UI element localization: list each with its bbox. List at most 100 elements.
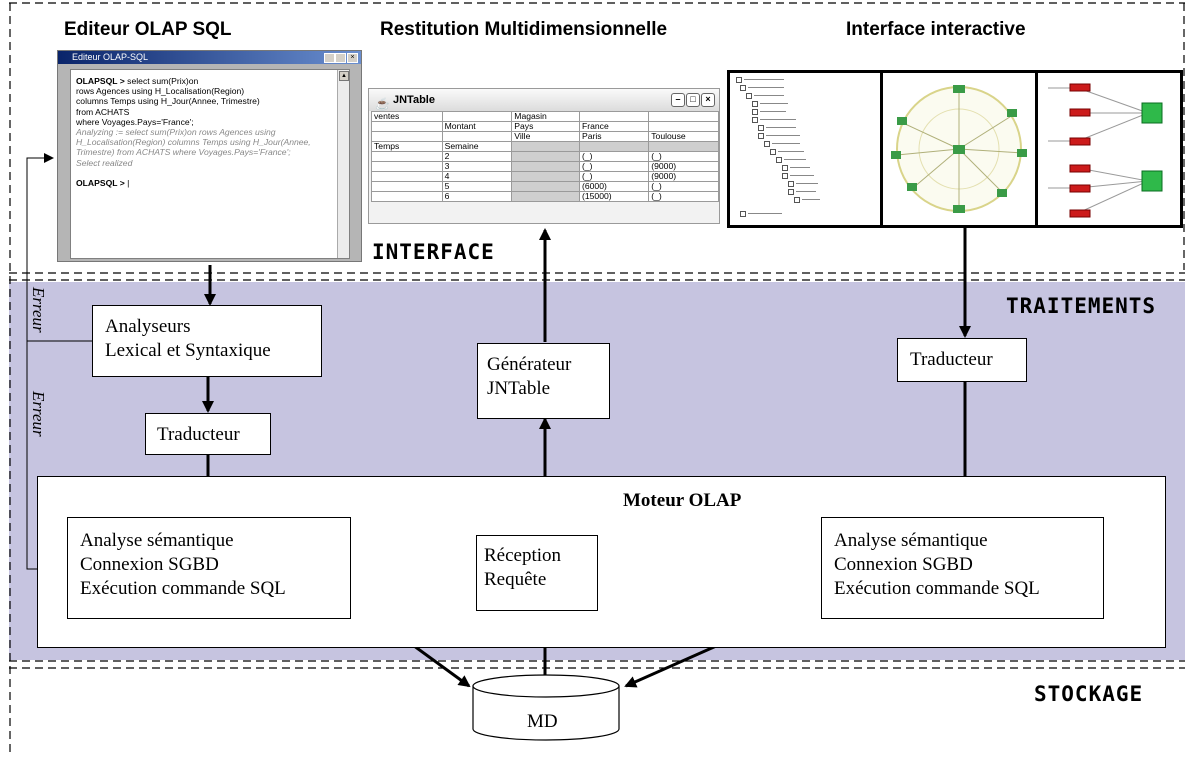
traducteur-left-box: Traducteur <box>145 413 271 455</box>
tree-node-label <box>796 191 816 192</box>
jntable-cell: Paris <box>578 131 650 142</box>
tree-node-icon <box>746 93 752 99</box>
analyse-left-line-2: Connexion SGBD <box>80 554 219 575</box>
jntable-cell <box>578 141 650 152</box>
jntable-titlebar: ☕ JNTable – □ × <box>369 89 719 111</box>
error-line-analyseurs <box>26 157 93 342</box>
jntable-cell: (9000) <box>648 171 719 182</box>
editor-line: columns Temps using H_Jour(Annee, Trimes… <box>76 96 260 107</box>
maximize-icon[interactable] <box>335 53 346 63</box>
jntable-cell: (9000) <box>648 161 719 172</box>
jntable-cell: (_) <box>648 181 719 192</box>
reception-line-2: Requête <box>484 569 547 590</box>
editor-line: Trimestre) from ACHATS where Voyages.Pay… <box>76 147 291 158</box>
tree-node-icon <box>764 141 770 147</box>
tree-node-label <box>760 111 786 112</box>
jntable-cell: France <box>578 121 650 132</box>
jntable-cell <box>371 151 443 162</box>
analyse-semantique-left-box: Analyse sémantique Connexion SGBD Exécut… <box>67 517 351 619</box>
jntable-cell <box>371 181 443 192</box>
maximize-icon[interactable]: □ <box>686 93 700 107</box>
jntable-cell: (6000) <box>578 181 650 192</box>
tree-node-label <box>748 213 782 214</box>
tree-node-label <box>754 95 784 96</box>
analyse-right-line-1: Analyse sémantique <box>834 530 988 551</box>
tree-node-icon <box>758 133 764 139</box>
tree-node-icon <box>752 109 758 115</box>
analyseurs-line-1: Analyseurs <box>105 316 191 337</box>
jntable-cell: Ville <box>511 131 580 142</box>
tree-node-label <box>784 159 806 160</box>
tree-node-icon <box>770 149 776 155</box>
jntable-cell <box>371 121 443 132</box>
minimize-icon[interactable]: – <box>671 93 685 107</box>
jntable-title: JNTable <box>393 94 435 106</box>
erreur-label-upper: Erreur <box>29 287 48 333</box>
tree-node-icon <box>788 189 794 195</box>
scroll-up-icon[interactable]: ▲ <box>339 71 349 81</box>
layer-interface-label: INTERFACE <box>372 240 495 264</box>
jntable-cell <box>371 131 443 142</box>
jntable-cell <box>578 111 650 122</box>
tree-node-label <box>766 127 796 128</box>
tree-node-label <box>790 175 814 176</box>
jntable-cell: Montant <box>441 121 513 132</box>
jntable-cell <box>648 111 719 122</box>
header-sql-editor: Editeur OLAP SQL <box>64 19 232 40</box>
jntable-cell <box>511 151 580 162</box>
tree-view-pane <box>730 73 880 225</box>
jntable-cell <box>511 161 580 172</box>
jntable-cell: (15000) <box>578 191 650 202</box>
sql-editor-textarea[interactable]: ▲ OLAPSQL > select sum(Prix)on rows Agen… <box>70 69 350 259</box>
editor-line: rows Agences using H_Localisation(Region… <box>76 86 245 97</box>
close-icon[interactable]: × <box>347 53 358 63</box>
traducteur-right-box: Traducteur <box>897 338 1027 382</box>
jntable-cell: (_) <box>578 161 650 172</box>
analyse-right-line-3: Exécution commande SQL <box>834 578 1040 599</box>
jntable-cell: Semaine <box>441 141 513 152</box>
jntable-cell: ventes <box>371 111 443 122</box>
analyseurs-box: Analyseurs Lexical et Syntaxique <box>92 305 322 377</box>
jntable-cell <box>648 141 719 152</box>
tree-node-label <box>760 119 796 120</box>
jntable-cell <box>371 171 443 182</box>
tree-node-icon <box>758 125 764 131</box>
hyperbolic-tree-graphic <box>891 85 1027 213</box>
tree-node-icon <box>740 211 746 217</box>
analyse-left-line-1: Analyse sémantique <box>80 530 234 551</box>
tree-node-label <box>760 103 788 104</box>
jntable-cell: 2 <box>441 151 513 162</box>
minimize-icon[interactable] <box>324 53 335 63</box>
reception-line-1: Réception <box>484 545 562 566</box>
jntable-cell: Temps <box>371 141 443 152</box>
md-database-icon <box>472 674 620 741</box>
interactive-interface-screenshot <box>727 70 1183 228</box>
tree-node-label <box>748 87 784 88</box>
md-label: MD <box>527 711 558 732</box>
tree-node-label <box>802 199 820 200</box>
jntable-cell: Pays <box>511 121 580 132</box>
jntable-cell <box>511 141 580 152</box>
jntable-cell <box>511 191 580 202</box>
jntable-row: 3(_)(9000) <box>371 161 719 172</box>
jntable-cell: 4 <box>441 171 513 182</box>
tree-node-icon <box>788 181 794 187</box>
jntable-cell <box>441 111 513 122</box>
moteur-olap-title: Moteur OLAP <box>623 490 742 511</box>
jntable-row: 4(_)(9000) <box>371 171 719 182</box>
close-icon[interactable]: × <box>701 93 715 107</box>
header-interactive: Interface interactive <box>846 19 1026 40</box>
header-restitution: Restitution Multidimensionnelle <box>380 19 668 40</box>
layer-stockage-label: STOCKAGE <box>1034 682 1144 706</box>
generateur-jntable-box: Générateur JNTable <box>477 343 610 419</box>
layer-traitements-label: TRAITEMENTS <box>1006 294 1157 318</box>
editor-line: Select realized <box>76 157 133 168</box>
traducteur-left-label: Traducteur <box>157 424 240 445</box>
editor-scrollbar[interactable]: ▲ <box>337 70 349 258</box>
analyseurs-line-2: Lexical et Syntaxique <box>105 340 271 361</box>
tree-node-label <box>744 79 784 80</box>
